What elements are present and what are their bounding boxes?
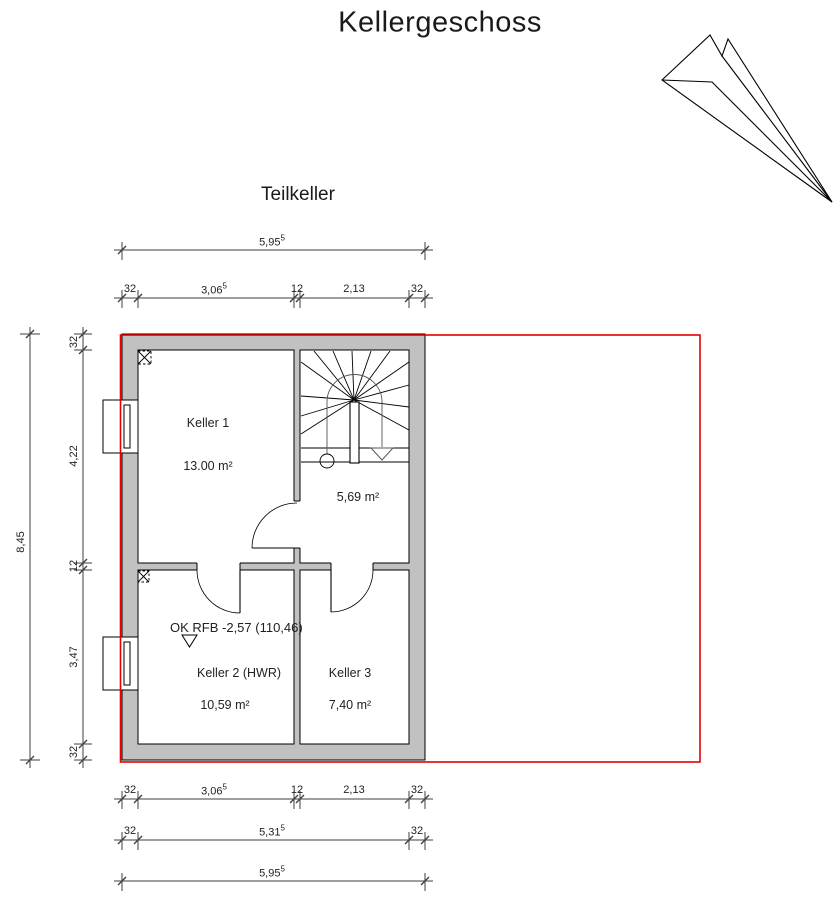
downpipe-icon-keller1 — [137, 350, 152, 365]
dim-bottom1-seg-1: 3,065 — [201, 782, 227, 798]
dim-bottom1-seg-0: 32 — [123, 784, 137, 796]
staircase — [300, 350, 410, 469]
dim-bottom2-seg-1: 5,315 — [259, 823, 285, 839]
dim-left-seg-3: 3,47 — [68, 646, 80, 668]
page-title: Kellergeschoss — [338, 6, 542, 39]
north-arrow-icon — [661, 34, 833, 203]
dim-top-total: 5,955 — [259, 233, 285, 249]
door-swing-keller3 — [330, 569, 374, 613]
section-label: Teilkeller — [261, 184, 335, 205]
dim-bottom2-seg-0: 32 — [123, 825, 137, 837]
dim-top-seg-4: 32 — [410, 283, 424, 295]
door-swing-keller2 — [196, 569, 241, 614]
site-boundary — [119, 334, 701, 763]
room-label-keller1: Keller 1 — [186, 416, 230, 430]
room-label-keller2: Keller 2 (HWR) — [196, 666, 282, 680]
dim-left-seg-1: 4,22 — [68, 445, 80, 467]
dim-bottom1-seg-3: 2,13 — [343, 784, 365, 796]
level-marker-icon — [181, 634, 198, 648]
room-area-keller1: 13.00 m² — [183, 459, 233, 473]
room-area-stairwell: 5,69 m² — [336, 490, 380, 504]
dimension-lines — [20, 242, 433, 891]
dim-top-seg-0: 32 — [123, 283, 137, 295]
room-area-keller3: 7,40 m² — [328, 698, 372, 712]
dim-bottom1-seg-2: 12 — [290, 784, 304, 796]
dim-left-seg-2: 12 — [68, 559, 80, 573]
door-swing-keller1 — [251, 502, 298, 549]
dim-bottom2-seg-2: 32 — [410, 825, 424, 837]
dim-bottom-total: 5,955 — [259, 864, 285, 880]
dim-left-total: 8,45 — [15, 531, 27, 553]
dim-left-seg-4: 32 — [68, 745, 80, 759]
downpipe-icon-keller2 — [137, 570, 150, 583]
dim-left-seg-0: 32 — [68, 335, 80, 349]
stair-direction-arrow-icon — [369, 447, 395, 461]
level-note: OK RFB -2,57 (110,46) — [170, 620, 303, 635]
dim-top-seg-3: 2,13 — [343, 283, 365, 295]
dim-top-seg-2: 12 — [290, 283, 304, 295]
dim-top-seg-1: 3,065 — [201, 281, 227, 297]
building-walls — [121, 333, 426, 761]
dim-bottom1-seg-4: 32 — [410, 784, 424, 796]
room-label-keller3: Keller 3 — [328, 666, 372, 680]
room-area-keller2: 10,59 m² — [200, 698, 250, 712]
